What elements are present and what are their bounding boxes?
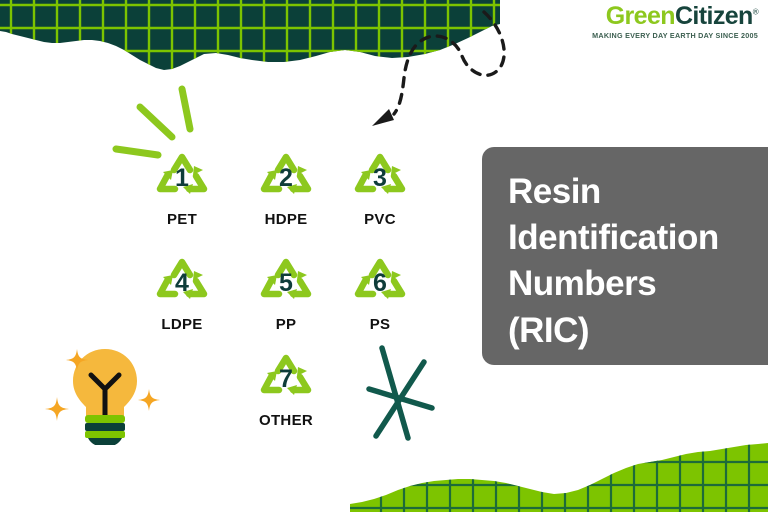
resin-number: 5 (279, 269, 293, 297)
recycle-triangle-icon: 5 (260, 258, 312, 299)
logo-wordmark: GreenCitizen® (605, 2, 759, 30)
logo-word-green: Green (605, 2, 676, 30)
resin-symbol-7[interactable]: 7 OTHER (247, 349, 325, 429)
resin-label: HDPE (264, 211, 308, 228)
resin-number: 2 (279, 164, 293, 192)
resin-number: 1 (175, 164, 189, 192)
resin-label: OTHER (259, 412, 313, 429)
resin-symbol-5[interactable]: 5 PP (247, 253, 325, 333)
resin-label: PVC (364, 211, 396, 228)
sparkle-icon (45, 349, 160, 421)
resin-number: 6 (373, 269, 387, 297)
resin-number: 3 (373, 164, 387, 192)
lightbulb-icon (45, 349, 160, 445)
asterisk-icon (366, 345, 435, 441)
top-landscape-decoration (0, 0, 500, 70)
title-panel: Resin Identification Numbers (RIC) (482, 147, 768, 365)
resin-label: PET (166, 211, 198, 228)
brand-logo[interactable]: GreenCitizen® MAKING EVERY DAY EARTH DAY… (592, 2, 759, 40)
title-line-2: Identification (508, 218, 719, 258)
resin-symbol-2[interactable]: 2 HDPE (247, 148, 325, 228)
resin-label: PS (369, 316, 391, 333)
title-line-4: (RIC) (508, 310, 590, 350)
resin-symbol-4[interactable]: 4 LDPE (143, 253, 221, 333)
recycle-triangle-icon: 2 (260, 153, 312, 194)
title-line-1: Resin (508, 172, 601, 211)
dashed-arrow-icon (372, 10, 506, 126)
resin-symbol-3[interactable]: 3 PVC (341, 148, 419, 228)
resin-symbol-6[interactable]: 6 PS (341, 253, 419, 333)
resin-number: 7 (279, 365, 293, 393)
resin-number: 4 (175, 269, 189, 297)
recycle-triangle-icon: 7 (260, 354, 312, 395)
resin-label: PP (275, 316, 297, 333)
recycle-triangle-icon: 3 (354, 153, 406, 194)
resin-symbol-1[interactable]: 1 PET (143, 148, 221, 228)
recycle-triangle-icon: 1 (156, 153, 208, 194)
registered-trademark-icon: ® (752, 7, 759, 17)
title-line-3: Numbers (508, 264, 657, 304)
recycle-triangle-icon: 4 (156, 258, 208, 299)
logo-tagline: MAKING EVERY DAY EARTH DAY SINCE 2005 (592, 31, 758, 40)
bottom-landscape-decoration (350, 443, 768, 512)
logo-word-citizen: Citizen (674, 2, 753, 30)
recycle-triangle-icon: 6 (354, 258, 406, 299)
resin-label: LDPE (161, 316, 203, 333)
